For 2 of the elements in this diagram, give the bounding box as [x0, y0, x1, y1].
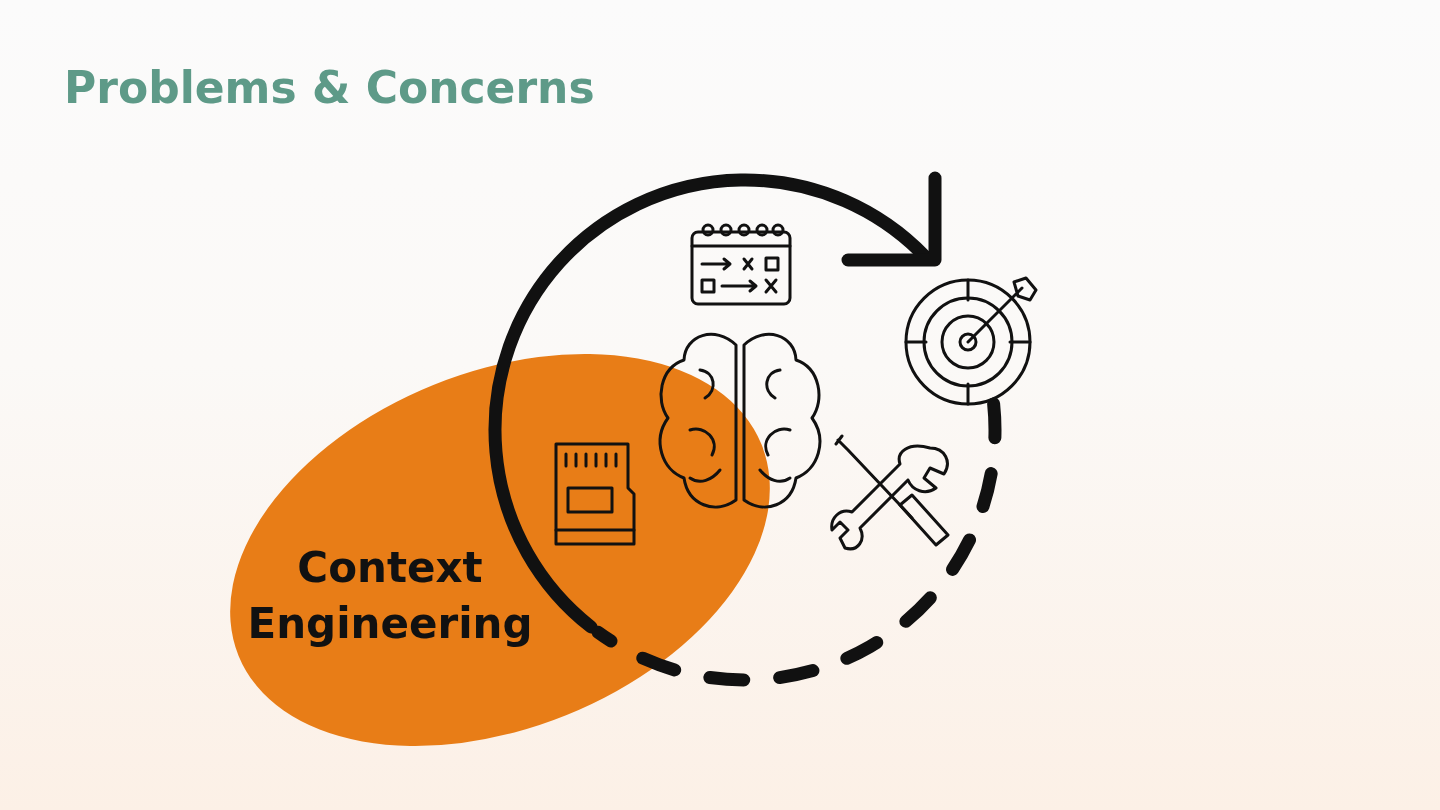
node-label: Context Engineering	[246, 542, 534, 650]
slide-title: Problems & Concerns	[64, 62, 595, 113]
